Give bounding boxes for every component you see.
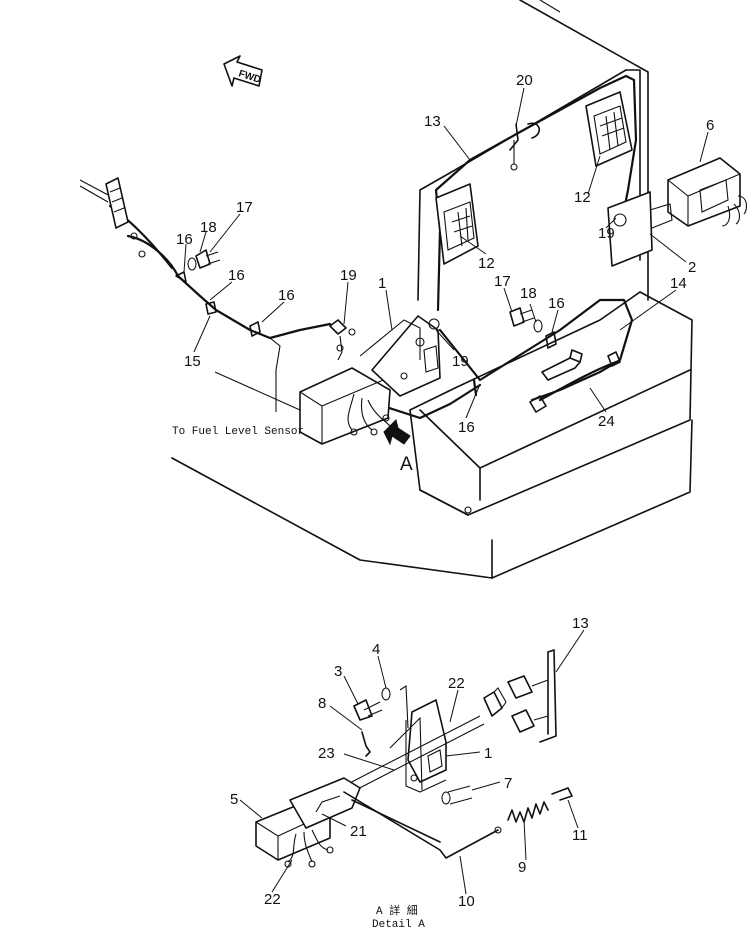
lamp-12-right (585, 91, 633, 167)
callout-22-upper: 22 (448, 675, 465, 692)
callout-3: 3 (334, 663, 342, 680)
callout-20: 20 (516, 72, 533, 89)
callout-16-d: 16 (548, 295, 565, 312)
clamp-16-right (545, 331, 557, 349)
shaft-23 (339, 715, 485, 797)
view-letter: A (400, 454, 413, 475)
leaders-bottom (239, 629, 585, 895)
callout-4: 4 (372, 641, 380, 658)
battery-box (171, 291, 693, 579)
detail-bracket-1 (389, 685, 447, 793)
bolt-17-left (187, 249, 221, 271)
callouts-top: 20 13 6 12 12 2 17 18 16 16 16 19 1 17 1… (176, 72, 714, 436)
part-6-box (667, 157, 748, 227)
callout-8: 8 (318, 695, 326, 712)
detail-harness-13 (507, 649, 557, 743)
callout-5: 5 (230, 791, 238, 808)
callout-7: 7 (504, 775, 512, 792)
callout-17-left: 17 (236, 199, 253, 216)
cap-22-upper (483, 687, 507, 717)
callout-15: 15 (184, 353, 201, 370)
callout-10: 10 (458, 893, 475, 910)
callout-14: 14 (670, 275, 687, 292)
clamp-19-mid (428, 318, 440, 330)
rod-10 (343, 791, 502, 859)
box-handle (541, 349, 583, 381)
cotter-11 (551, 787, 573, 801)
callout-19-right: 19 (598, 225, 615, 242)
callouts-bottom: 13 4 3 22 8 1 23 7 5 21 11 9 22 10 (230, 615, 589, 910)
callout-22-lower: 22 (264, 891, 281, 908)
harness-15 (79, 177, 332, 412)
callout-1-detail: 1 (484, 745, 492, 762)
callout-23: 23 (318, 745, 335, 762)
callout-24: 24 (598, 413, 615, 430)
callout-19-left: 19 (340, 267, 357, 284)
detail-caption-jp: A 詳 細 (376, 903, 418, 918)
bracket-2 (607, 191, 673, 267)
lamp-assembly-1 (299, 315, 441, 445)
washer-4 (381, 687, 391, 701)
fuel-sensor-note: To Fuel Level Sensor (172, 426, 304, 438)
callout-2: 2 (688, 259, 696, 276)
callout-19-mid: 19 (452, 353, 469, 370)
callout-16-e: 16 (458, 419, 475, 436)
pin-8 (361, 731, 371, 757)
view-arrow-a: A (383, 419, 413, 475)
clamp-19-left (329, 319, 356, 361)
callout-12-left: 12 (478, 255, 495, 272)
callout-16-c: 16 (278, 287, 295, 304)
connector-20 (509, 122, 540, 171)
callout-9: 9 (518, 859, 526, 876)
callout-6: 6 (706, 117, 714, 134)
callout-18-left: 18 (200, 219, 217, 236)
callout-18-right: 18 (520, 285, 537, 302)
fwd-arrow: FWD (223, 55, 263, 87)
callout-16-b: 16 (228, 267, 245, 284)
lamp-12-left (435, 183, 479, 265)
bolt-17-right (509, 307, 543, 333)
spring-9 (507, 801, 549, 823)
callout-13: 13 (424, 113, 441, 130)
callout-11: 11 (572, 827, 588, 844)
detail-caption-en: Detail A (372, 919, 425, 930)
bolt-3 (353, 699, 383, 721)
callout-21: 21 (350, 823, 367, 840)
callout-17-right: 17 (494, 273, 511, 290)
callout-16-a: 16 (176, 231, 193, 248)
harness-24 (529, 351, 621, 413)
callout-13-detail: 13 (572, 615, 589, 632)
bolt-7 (441, 785, 473, 805)
leaders-top (183, 87, 709, 419)
callout-1-top: 1 (378, 275, 386, 292)
callout-12-right: 12 (574, 189, 591, 206)
